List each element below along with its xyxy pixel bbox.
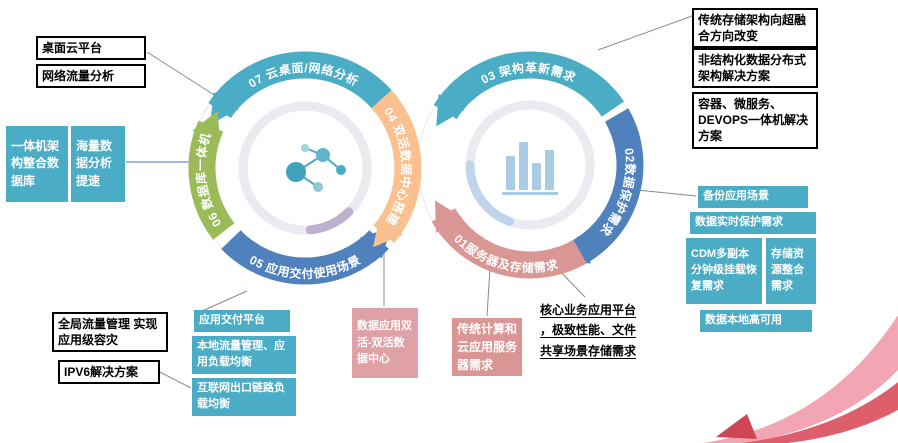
bar-chart-icon: [502, 142, 558, 195]
callout-local-data-ha: 数据本地高可用: [700, 310, 812, 332]
callout-local-traffic-load-balancing: 本地流量管理、应用负载均衡: [192, 336, 296, 374]
callout-realtime-protection-need: 数据实时保护需求: [690, 212, 816, 234]
callout-storage-resource-consolidation: 存储资源整合需求: [766, 238, 816, 304]
callout-network-traffic-analysis: 网络流量分析: [36, 64, 146, 89]
swoosh-band-dark: [742, 382, 898, 443]
connector-line: [597, 15, 693, 51]
arc-03-architecture-innovation: [433, 51, 625, 127]
callout-storage-to-hyperconverged: 传统存储架构向超融合方向改变: [692, 8, 818, 49]
right-inner-ring-accent: [465, 160, 514, 226]
callout-backup-scenario: 备份应用场景: [698, 186, 808, 208]
callout-core-business-platform: 核心业务应用平台，极致性能、文件共享场景存储需求: [540, 303, 637, 358]
right-wheel-center: [465, 100, 595, 230]
callout-container-microservice-devops: 容器、微服务、DEVOPS一体机解决方案: [692, 92, 818, 149]
callout-cdm-minute-recovery: CDM多副本分钟级挂载恢复需求: [686, 238, 762, 304]
callout-unstructured-distributed-architecture: 非结构化数据分布式架构解决方案: [692, 48, 818, 89]
connector-line: [636, 189, 697, 197]
callout-traditional-cloud-server-need: 传统计算和云应用服务器需求: [452, 318, 522, 376]
svg-text:06 数据库一体机: 06 数据库一体机: [193, 131, 224, 230]
arc-05-app-delivery-scenarios: [221, 227, 391, 285]
connector-line: [146, 51, 223, 101]
callout-ipv6-solution: IPV6解决方案: [58, 360, 160, 385]
connector-line: [199, 290, 248, 313]
callout-massive-data-analytics-speedup: 海量数据分析提速: [71, 126, 125, 202]
left-wheel-center: [238, 101, 372, 235]
callout-internet-link-load-balancing: 互联网出口链路负载均衡: [192, 378, 296, 416]
arc-04-active-active-datacenter: [371, 90, 422, 248]
callout-app-delivery-platform: 应用交付平台: [194, 310, 290, 332]
callout-dual-active-datacenter: 数据应用双活-双活数据中心: [352, 308, 418, 378]
arc-01-server-storage: [431, 200, 587, 279]
left-inner-ring-accent: [305, 207, 354, 235]
decorative-swoosh: [703, 315, 898, 443]
callout-desktop-cloud-platform: 桌面云平台: [36, 36, 146, 61]
connector-line: [486, 267, 491, 317]
molecule-icon: [286, 144, 346, 192]
callout-appliance-db-consolidation: 一体机架构整合数据库: [6, 126, 68, 202]
arc-06-database-appliance: [188, 110, 235, 240]
arc-02-data-protection: [558, 108, 644, 268]
swoosh-tip: [716, 414, 757, 439]
arc-07-cloud-desktop-network: [208, 51, 400, 125]
arc-06-label: 06 数据库一体机: [193, 131, 224, 230]
callout-global-traffic-dr: 全局流量管理 实现应用级容灾: [52, 312, 168, 353]
swoosh-band-light: [703, 315, 898, 443]
